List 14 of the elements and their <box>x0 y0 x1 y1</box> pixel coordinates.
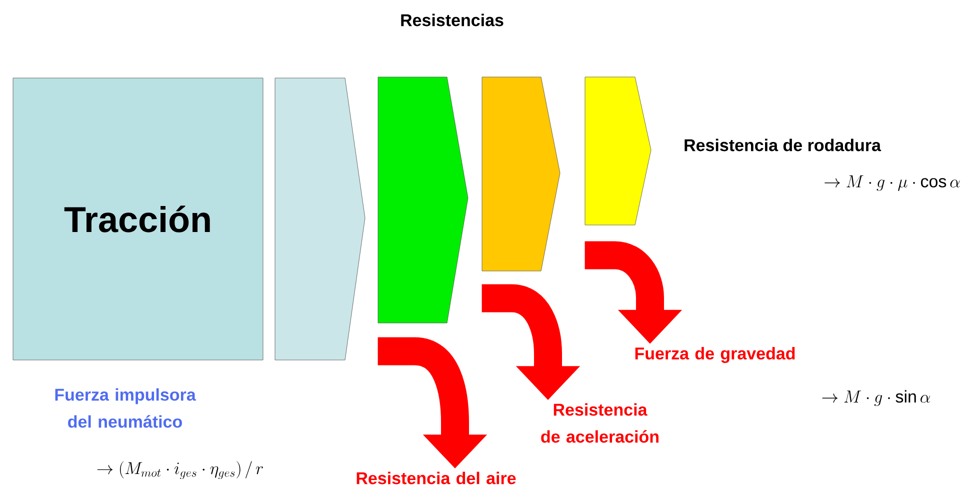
chevron-shape <box>274 78 366 360</box>
formula: $\rightarrow M\cdot g\cdot \sin\alpha$ <box>822 390 930 406</box>
resistance-label: Resistencia de aceleración <box>541 403 658 443</box>
traction-box: Tracción <box>12 78 264 360</box>
chevron-shape <box>378 76 468 324</box>
label-text: Fuerza impulsora del neumático <box>55 388 196 428</box>
chevron-shape <box>584 76 652 226</box>
resistance-label: Fuerza de gravedad <box>635 347 795 363</box>
resistance-label: Resistencia del aire <box>356 472 516 484</box>
formula: $\rightarrow M\cdot g\cdot \mu\cdot \cos\alpha$ <box>824 175 960 191</box>
chevron-shape <box>482 76 560 272</box>
label-text: Resistencia de rodadura <box>684 138 882 152</box>
title: Resistencias <box>401 14 504 26</box>
formula: $\rightarrow (M_{mot}\cdot i_{ges}\cdot \eta_{ges})\,/\,r$ <box>97 461 263 480</box>
